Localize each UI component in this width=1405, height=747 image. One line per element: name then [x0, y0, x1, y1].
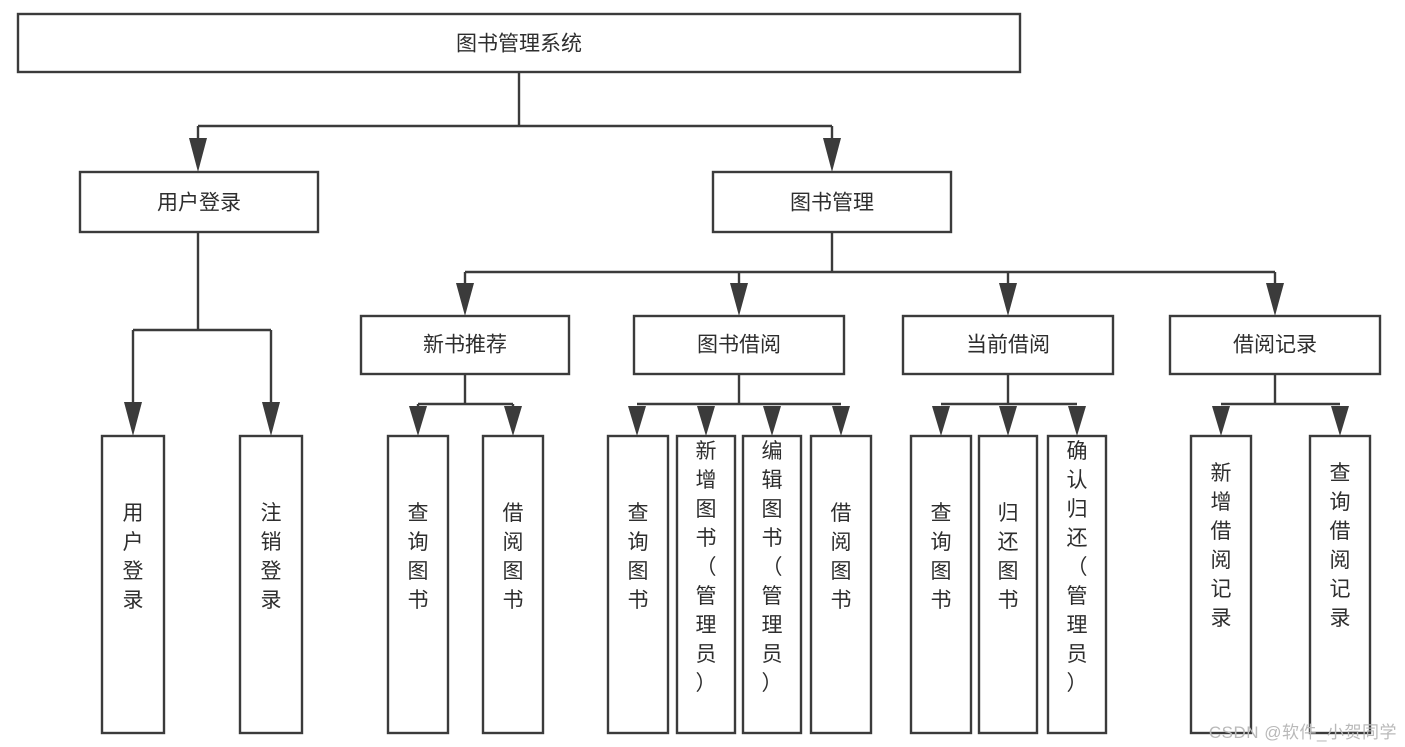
node-current-borrow[interactable]: 当前借阅: [901, 314, 1115, 376]
node-leaf-query-book-2[interactable]: 查询图书: [606, 434, 670, 735]
node-leaf-confirm-return-admin-box[interactable]: [1046, 434, 1108, 735]
node-leaf-add-book-admin-label: 新增图书（管理员）: [696, 440, 717, 695]
node-book-management-box[interactable]: [711, 170, 953, 234]
node-new-book-recommend-box[interactable]: [359, 314, 571, 376]
node-leaf-borrow-book-1-box[interactable]: [481, 434, 545, 735]
node-current-borrow-label: 当前借阅: [966, 334, 1050, 357]
node-user-login[interactable]: 用户登录: [78, 170, 320, 234]
node-borrow-record-box[interactable]: [1168, 314, 1382, 376]
node-new-book-recommend[interactable]: 新书推荐: [359, 314, 571, 376]
node-leaf-add-borrow-record-box[interactable]: [1189, 434, 1253, 735]
node-leaf-confirm-return-admin-label: 确认归还（管理员）: [1067, 440, 1088, 695]
node-leaf-edit-book-admin[interactable]: 编辑图书（管理员）: [741, 434, 803, 735]
node-leaf-edit-book-admin-box[interactable]: [741, 434, 803, 735]
arrow-head-leaf-edit-book-admin: [763, 406, 781, 436]
arrow-head-leaf-query-borrow-record: [1331, 406, 1349, 436]
node-leaf-return-book[interactable]: 归还图书: [977, 434, 1039, 735]
node-leaf-add-book-admin[interactable]: 新增图书（管理员）: [675, 434, 737, 735]
node-leaf-confirm-return-admin[interactable]: 确认归还（管理员）: [1046, 434, 1108, 735]
node-user-login-label: 用户登录: [157, 192, 241, 215]
node-borrow-record-label: 借阅记录: [1233, 334, 1317, 357]
arrow-head-leaf-confirm-return-admin: [1068, 406, 1086, 436]
node-leaf-logout-login-box[interactable]: [238, 434, 304, 735]
arrow-head-new-book-recommend: [456, 283, 474, 316]
node-leaf-borrow-book-1-label: 借阅图书: [503, 502, 524, 612]
node-leaf-query-borrow-record-label: 查询借阅记录: [1330, 462, 1351, 630]
node-user-login-box[interactable]: [78, 170, 320, 234]
node-book-management-label: 图书管理: [790, 192, 874, 215]
node-leaf-return-book-label: 归还图书: [998, 502, 1019, 612]
node-leaf-return-book-box[interactable]: [977, 434, 1039, 735]
node-current-borrow-box[interactable]: [901, 314, 1115, 376]
arrow-head-current-borrow: [999, 283, 1017, 316]
node-leaf-query-borrow-record-box[interactable]: [1308, 434, 1372, 735]
node-leaf-borrow-book-2-label: 借阅图书: [831, 502, 852, 612]
arrow-head-leaf-add-borrow-record: [1212, 406, 1230, 436]
node-leaf-query-book-2-label: 查询图书: [628, 502, 649, 612]
node-leaf-query-book-2-box[interactable]: [606, 434, 670, 735]
node-leaf-add-book-admin-box[interactable]: [675, 434, 737, 735]
node-leaf-borrow-book-1[interactable]: 借阅图书: [481, 434, 545, 735]
node-leaf-user-login-label: 用户登录: [123, 502, 144, 612]
node-leaf-borrow-book-2[interactable]: 借阅图书: [809, 434, 873, 735]
connector-layer: [124, 72, 1349, 436]
node-leaf-query-book-3[interactable]: 查询图书: [909, 434, 973, 735]
node-root-label: 图书管理系统: [456, 33, 582, 56]
node-leaf-logout-login-label: 注销登录: [261, 502, 282, 612]
node-leaf-edit-book-admin-label: 编辑图书（管理员）: [762, 440, 783, 695]
arrow-head-leaf-add-book-admin: [697, 406, 715, 436]
arrow-head-leaf-query-book-1: [409, 406, 427, 436]
arrow-head-leaf-return-book: [999, 406, 1017, 436]
node-new-book-recommend-label: 新书推荐: [423, 334, 507, 357]
arrow-head-leaf-user-login: [124, 402, 142, 436]
node-leaf-query-book-1-box[interactable]: [386, 434, 450, 735]
node-leaf-query-book-1[interactable]: 查询图书: [386, 434, 450, 735]
arrow-head-leaf-logout-login: [262, 402, 280, 436]
node-book-borrow[interactable]: 图书借阅: [632, 314, 846, 376]
node-leaf-user-login[interactable]: 用户登录: [100, 434, 166, 735]
node-leaf-logout-login[interactable]: 注销登录: [238, 434, 304, 735]
node-leaf-borrow-book-2-box[interactable]: [809, 434, 873, 735]
node-leaf-query-borrow-record[interactable]: 查询借阅记录: [1308, 434, 1372, 735]
node-book-management[interactable]: 图书管理: [711, 170, 953, 234]
node-root-box[interactable]: [16, 12, 1022, 74]
arrow-head-leaf-borrow-book-2: [832, 406, 850, 436]
node-root[interactable]: 图书管理系统: [16, 12, 1022, 74]
arrow-head-leaf-borrow-book-1: [504, 406, 522, 436]
arrow-head-leaf-query-book-3: [932, 406, 950, 436]
node-leaf-query-book-3-label: 查询图书: [931, 502, 952, 612]
node-leaf-user-login-box[interactable]: [100, 434, 166, 735]
node-leaf-query-book-3-box[interactable]: [909, 434, 973, 735]
arrow-head-book-management: [823, 138, 841, 172]
node-borrow-record[interactable]: 借阅记录: [1168, 314, 1382, 376]
node-leaf-add-borrow-record-label: 新增借阅记录: [1211, 462, 1232, 630]
node-book-borrow-box[interactable]: [632, 314, 846, 376]
arrow-head-book-borrow: [730, 283, 748, 316]
node-book-borrow-label: 图书借阅: [697, 334, 781, 357]
arrow-head-borrow-record: [1266, 283, 1284, 316]
arrow-head-user-login: [189, 138, 207, 172]
node-leaf-add-borrow-record[interactable]: 新增借阅记录: [1189, 434, 1253, 735]
arrow-head-leaf-query-book-2: [628, 406, 646, 436]
node-leaf-query-book-1-label: 查询图书: [408, 502, 429, 612]
